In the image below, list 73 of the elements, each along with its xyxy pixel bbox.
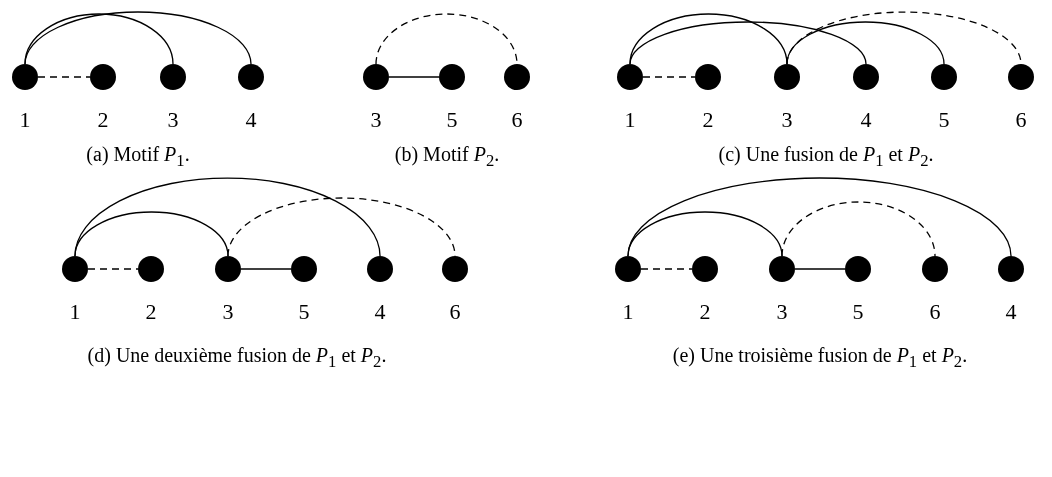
- edge-line: [87, 268, 139, 270]
- vertex-number: 1: [624, 108, 636, 132]
- vertex-dot: [215, 256, 241, 282]
- subfigure-caption: (a) Motif P$_{1}$.: [86, 142, 190, 172]
- vertex-dot: [922, 256, 948, 282]
- vertex-number: 3: [370, 108, 382, 132]
- vertex-number: 4: [860, 108, 872, 132]
- vertex-number: 3: [776, 300, 788, 324]
- vertex-number: 5: [852, 300, 864, 324]
- vertex-dot: [692, 256, 718, 282]
- vertex-dot: [62, 256, 88, 282]
- vertex-dot: [998, 256, 1024, 282]
- arc-edge: [74, 177, 381, 257]
- edge-line: [240, 268, 292, 270]
- vertex-number: 2: [699, 300, 711, 324]
- vertex-dot: [138, 256, 164, 282]
- vertex-number: 2: [702, 108, 714, 132]
- vertex-dot: [12, 64, 38, 90]
- vertex-number: 4: [374, 300, 386, 324]
- vertex-number: 3: [781, 108, 793, 132]
- vertex-dot: [238, 64, 264, 90]
- vertex-dot: [615, 256, 641, 282]
- vertex-dot: [291, 256, 317, 282]
- vertex-dot: [617, 64, 643, 90]
- vertex-number: 5: [298, 300, 310, 324]
- arc-edge: [24, 11, 252, 65]
- vertex-number: 2: [97, 108, 109, 132]
- subfigure-caption: (b) Motif P$_{2}$.: [394, 142, 500, 172]
- edge-line: [388, 76, 440, 78]
- vertex-number: 1: [69, 300, 81, 324]
- vertex-number: 1: [622, 300, 634, 324]
- vertex-number: 1: [19, 108, 31, 132]
- vertex-dot: [1008, 64, 1034, 90]
- arc-edge: [786, 21, 945, 65]
- subfigure-caption: (d) Une deuxième fusion de P$_{1}$ et P$_{2}$.: [87, 343, 387, 373]
- vertex-number: 4: [245, 108, 257, 132]
- vertex-dot: [769, 256, 795, 282]
- vertex-number: 3: [222, 300, 234, 324]
- edge-line: [640, 268, 693, 270]
- vertex-number: 6: [449, 300, 461, 324]
- vertex-dot: [774, 64, 800, 90]
- vertex-number: 4: [1005, 300, 1017, 324]
- vertex-number: 6: [929, 300, 941, 324]
- arc-edge: [627, 177, 1012, 257]
- edge-line: [794, 268, 846, 270]
- vertex-dot: [367, 256, 393, 282]
- vertex-number: 2: [145, 300, 157, 324]
- arc-edge: [629, 13, 788, 65]
- vertex-number: 3: [167, 108, 179, 132]
- vertex-number: 6: [1015, 108, 1027, 132]
- edge-line: [37, 76, 91, 78]
- arc-edge: [781, 201, 936, 257]
- vertex-dot: [504, 64, 530, 90]
- arc-edge: [375, 13, 518, 65]
- subfigure-caption: (c) Une fusion de P$_{1}$ et P$_{2}$.: [718, 142, 934, 172]
- vertex-number: 5: [446, 108, 458, 132]
- vertex-dot: [439, 64, 465, 90]
- vertex-dot: [845, 256, 871, 282]
- arc-edge: [786, 11, 1022, 65]
- vertex-dot: [160, 64, 186, 90]
- vertex-dot: [931, 64, 957, 90]
- arc-edge: [629, 21, 867, 65]
- edge-line: [642, 76, 696, 78]
- vertex-dot: [695, 64, 721, 90]
- vertex-dot: [90, 64, 116, 90]
- arc-edge: [227, 197, 456, 257]
- subfigure-caption: (e) Une troisième fusion de P$_{1}$ et P$_{2}$.: [672, 343, 968, 373]
- vertex-number: 6: [511, 108, 523, 132]
- vertex-dot: [442, 256, 468, 282]
- arc-edge: [24, 13, 174, 65]
- vertex-number: 5: [938, 108, 950, 132]
- vertex-dot: [853, 64, 879, 90]
- vertex-dot: [363, 64, 389, 90]
